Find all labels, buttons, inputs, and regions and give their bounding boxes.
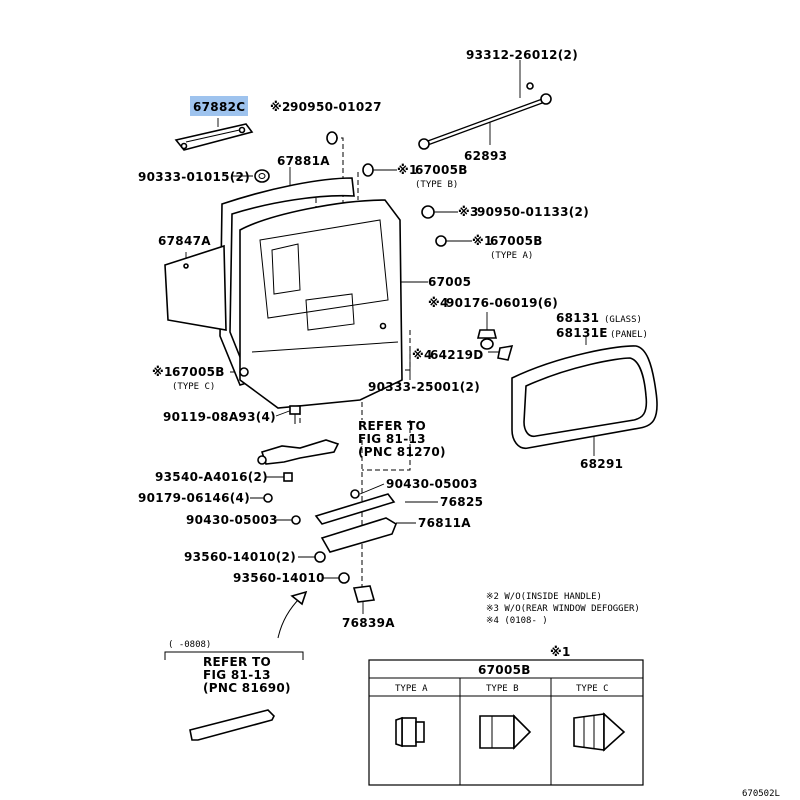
- type-table: ※1 67005B TYPE A TYPE B TYPE C: [368, 645, 644, 786]
- label-67005b-mid[interactable]: 67005B: [490, 234, 543, 248]
- sublabel-type-c: (TYPE C): [172, 382, 215, 392]
- table-mark: ※1: [550, 645, 571, 659]
- sublabel-type-b: (TYPE B): [415, 180, 458, 190]
- bolt-90119: [289, 405, 301, 424]
- part-68131-glass: [511, 345, 658, 450]
- part-67881a-weatherstrip: [219, 177, 355, 386]
- screw-90176: [476, 329, 498, 350]
- ref1-line3: (PNC 81270): [358, 445, 446, 459]
- label-93540[interactable]: 93540-A4016(2): [155, 470, 268, 484]
- part-93560-a: [314, 551, 326, 563]
- date-bracket: [164, 651, 304, 660]
- footer-code: 670502L: [742, 789, 780, 799]
- table-title: 67005B: [478, 663, 531, 677]
- note-4: ※4 (0108- ): [486, 616, 548, 626]
- part-76825: [314, 493, 396, 525]
- table-col-b: TYPE B: [486, 684, 519, 694]
- part-67005-back-door: [239, 199, 403, 409]
- label-90950-01133[interactable]: 90950-01133(2): [477, 205, 589, 219]
- harness-81270: [257, 439, 340, 465]
- label-76825[interactable]: 76825: [440, 495, 483, 509]
- mark-3: ※3: [458, 205, 479, 219]
- label-90119[interactable]: 90119-08A93(4): [163, 410, 276, 424]
- label-90430-a[interactable]: 90430-05003: [386, 477, 478, 491]
- label-68291[interactable]: 68291: [580, 457, 623, 471]
- label-68131e[interactable]: 68131E: [556, 326, 608, 340]
- label-67005b-left[interactable]: 67005B: [172, 365, 225, 379]
- label-90176[interactable]: 90176-06019(6): [446, 296, 558, 310]
- label-93560-2[interactable]: 93560-14010(2): [184, 550, 296, 564]
- arrow-icon: [277, 590, 308, 639]
- part-90333-01015: [254, 169, 270, 183]
- nut-90179: [263, 493, 273, 503]
- part-67882c-cover: [174, 123, 254, 151]
- label-90950-01027[interactable]: 90950-01027: [290, 100, 382, 114]
- clip-type-b-icon: [479, 714, 532, 750]
- plug-90950-01027: [326, 131, 338, 145]
- part-67847a-trim: [164, 244, 227, 331]
- note-3: ※3 W/O(REAR WINDOW DEFOGGER): [486, 604, 640, 614]
- clip-67005b-mid: [435, 235, 447, 247]
- mark-1-top: ※1: [397, 163, 418, 177]
- label-90333-01015[interactable]: 90333-01015(2): [138, 170, 250, 184]
- mark-1-left: ※1: [152, 365, 173, 379]
- label-67005[interactable]: 67005: [428, 275, 471, 289]
- table-col-c: TYPE C: [576, 684, 609, 694]
- clip-type-c-icon: [573, 712, 626, 752]
- part-76811a-garnish: [320, 517, 397, 553]
- date-range: ( -0808): [168, 640, 211, 650]
- clip-67005b-top: [362, 163, 374, 177]
- mark-1-mid: ※1: [472, 234, 493, 248]
- part-93540: [283, 472, 293, 482]
- washer-90430-a: [350, 489, 360, 499]
- note-2: ※2 W/O(INSIDE HANDLE): [486, 592, 602, 602]
- label-76839a[interactable]: 76839A: [342, 616, 395, 630]
- sublabel-glass: (GLASS): [604, 315, 642, 325]
- label-93312[interactable]: 93312-26012(2): [466, 48, 578, 62]
- ref1-line2: FIG 81-13: [358, 432, 426, 446]
- label-90179[interactable]: 90179-06146(4): [138, 491, 250, 505]
- plug-90950-01133: [421, 205, 435, 219]
- leader-lines: [185, 60, 595, 614]
- sublabel-type-a: (TYPE A): [490, 251, 533, 261]
- mark-2: ※2: [270, 100, 291, 114]
- labels: 67882C ※2 90950-01027 93312-26012(2) 628…: [138, 48, 780, 799]
- part-62893-stay: [418, 82, 552, 150]
- highlight-67882c: [190, 96, 248, 116]
- label-67881a[interactable]: 67881A: [277, 154, 330, 168]
- part-81690: [189, 709, 275, 741]
- ref2-line2: FIG 81-13: [203, 668, 271, 682]
- mark-4-mid: ※4: [412, 348, 433, 362]
- mark-4-top: ※4: [428, 296, 449, 310]
- ref2-line1: REFER TO: [203, 655, 271, 669]
- label-68131[interactable]: 68131: [556, 311, 599, 325]
- label-62893[interactable]: 62893: [464, 149, 507, 163]
- label-90333-25001[interactable]: 90333-25001(2): [368, 380, 480, 394]
- part-93560-b: [338, 572, 350, 584]
- part-64219d: [497, 345, 514, 361]
- label-67847a[interactable]: 67847A: [158, 234, 211, 248]
- label-67882c[interactable]: 67882C: [193, 100, 245, 114]
- sublabel-panel: (PANEL): [610, 330, 648, 340]
- label-90430-b[interactable]: 90430-05003: [186, 513, 278, 527]
- washer-90430-b: [291, 515, 301, 525]
- clip-type-a-icon: [395, 716, 425, 748]
- ref2-line3: (PNC 81690): [203, 681, 291, 695]
- part-76839a: [352, 585, 376, 603]
- table-col-a: TYPE A: [395, 684, 428, 694]
- label-93560[interactable]: 93560-14010: [233, 571, 325, 585]
- label-64219d[interactable]: 64219D: [430, 348, 484, 362]
- label-67005b-top[interactable]: 67005B: [415, 163, 468, 177]
- ref1-line1: REFER TO: [358, 419, 426, 433]
- label-76811a[interactable]: 76811A: [418, 516, 471, 530]
